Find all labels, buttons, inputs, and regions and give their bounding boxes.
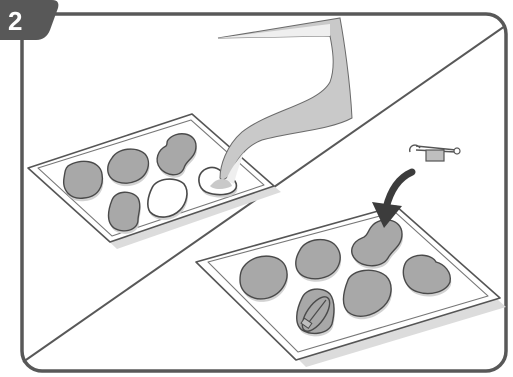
step-number: 2 [8, 6, 22, 36]
filled-cavity [64, 161, 104, 201]
filled-cavity [109, 192, 141, 234]
